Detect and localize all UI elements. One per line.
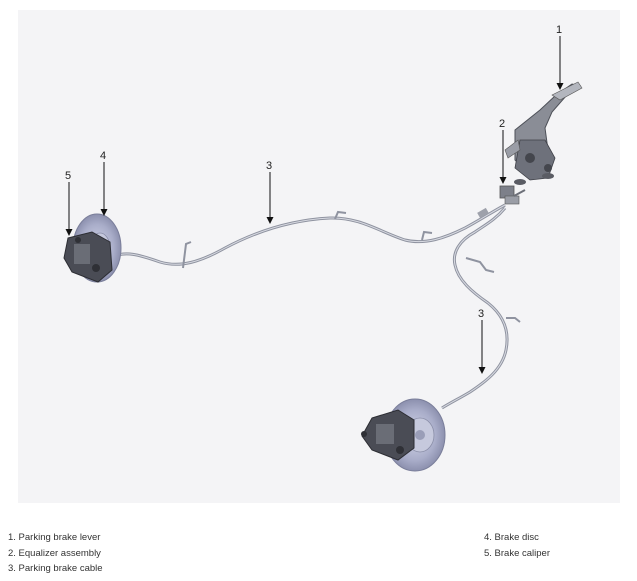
brake-caliper-right (361, 409, 415, 461)
legend-left: 1. Parking brake lever 2. Equalizer asse… (8, 530, 103, 577)
equalizer-assembly (499, 185, 526, 205)
callout-2: 2 (499, 118, 505, 130)
callout-4: 4 (100, 150, 106, 162)
parking-brake-lever (504, 81, 583, 185)
brake-caliper-left (63, 231, 113, 283)
legend-item-parking-brake-cable: 3. Parking brake cable (8, 563, 103, 574)
callout-leaders (65, 36, 564, 374)
legend-item-parking-brake-lever: 1. Parking brake lever (8, 532, 101, 543)
legend-item-equalizer-assembly: 2. Equalizer assembly (8, 547, 101, 559)
parking-brake-cable-right (441, 207, 521, 410)
callout-1: 1 (556, 24, 562, 36)
legend-right: 4. Brake disc 5. Brake caliper (484, 530, 550, 561)
callout-3-right: 3 (478, 308, 484, 320)
callout-3-left: 3 (266, 160, 272, 172)
parking-brake-cable-left (109, 203, 506, 269)
legend-item-brake-disc: 4. Brake disc (484, 532, 539, 543)
callout-5: 5 (65, 170, 71, 182)
legend-item-brake-caliper: 5. Brake caliper (484, 547, 551, 559)
